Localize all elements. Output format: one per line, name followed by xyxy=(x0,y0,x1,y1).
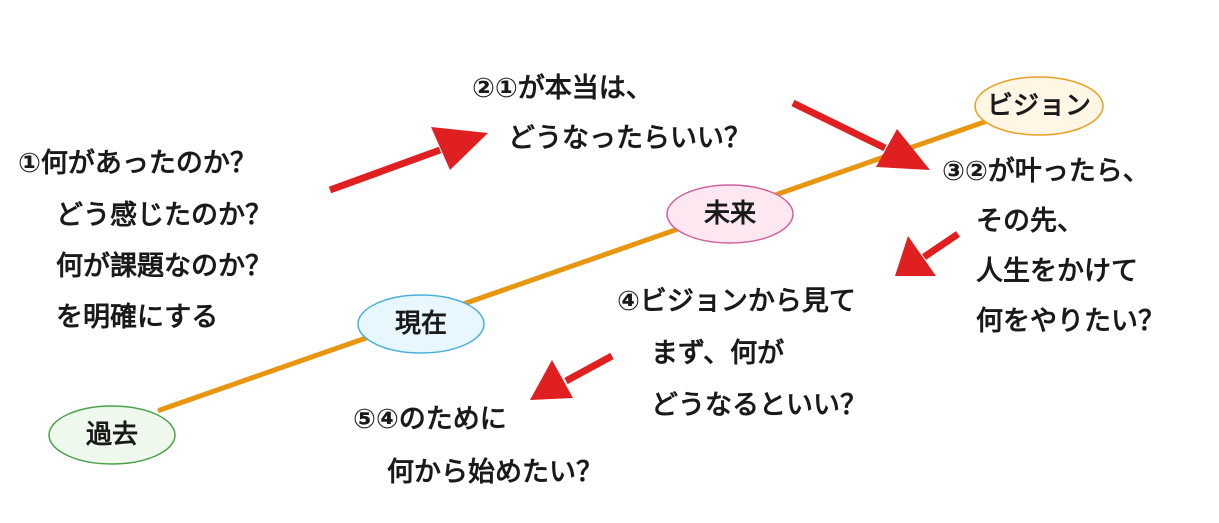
step4-line-3: どうなるといい？ xyxy=(651,390,867,421)
step5-line-1: ⑤④のために xyxy=(353,404,507,435)
node-vision-label: ビジョン xyxy=(986,91,1091,121)
node-present xyxy=(357,294,485,354)
node-future xyxy=(666,184,794,244)
arrow-step4-to-step5 xyxy=(530,352,614,400)
node-future-label: 未来 xyxy=(703,199,756,229)
step1-line-1: ①何があったのか？ xyxy=(18,148,257,179)
node-past xyxy=(48,405,176,465)
step2-line-2: どうなったらいい？ xyxy=(508,123,751,154)
step4-line-1: ④ビジョンから見て xyxy=(617,286,856,317)
node-past-label: 過去 xyxy=(85,420,138,450)
step1-line-4: を明確にする xyxy=(56,302,219,333)
arrow-step3-to-step4 xyxy=(895,231,960,276)
step3-line-2: その先、 xyxy=(976,206,1084,237)
step1-line-2: どう感じたのか？ xyxy=(56,200,272,231)
step3-line-4: 何をやりたい？ xyxy=(976,306,1165,337)
step1-line-3: 何が課題なのか？ xyxy=(56,251,272,282)
step2-line-1: ②①が本当は、 xyxy=(472,73,653,104)
step3-line-3: 人生をかけて xyxy=(976,256,1138,287)
step5-line-2: 何から始めたい？ xyxy=(387,457,603,488)
timeline-line xyxy=(157,117,993,413)
step3-line-1: ③②が叶ったら、 xyxy=(942,156,1150,187)
node-present-label: 現在 xyxy=(394,309,447,339)
arrow-step1-to-step2 xyxy=(328,127,488,194)
arrow-step2-to-step3 xyxy=(791,99,930,170)
step4-line-2: まず、何が xyxy=(651,338,785,369)
node-vision xyxy=(974,76,1104,136)
